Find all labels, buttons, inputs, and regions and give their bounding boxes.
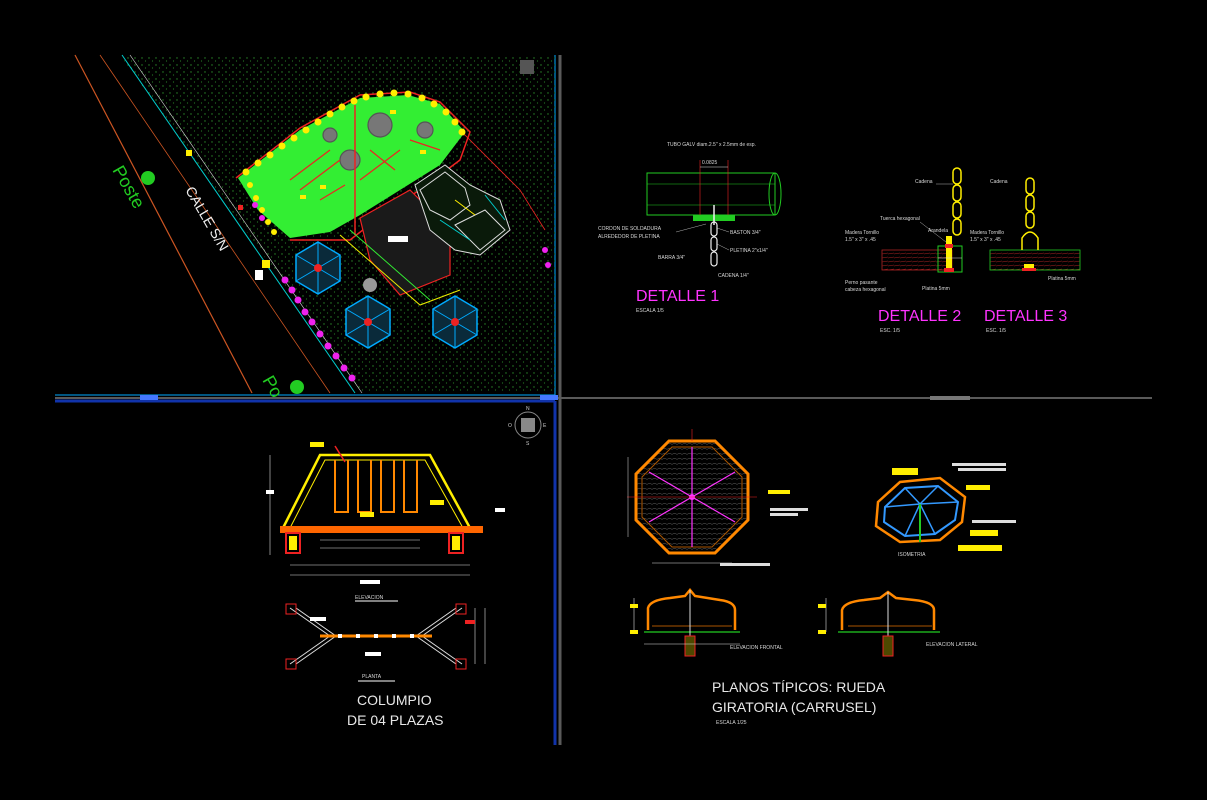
carousel-drawing: ISOMETRIA ELEVACION FRONTAL ELEVACION LA… xyxy=(627,429,1016,726)
carousel-iso-label: ISOMETRIA xyxy=(898,552,926,558)
detail-3: Cadena Madera Tornillo 1.5" x 3" x .45 P… xyxy=(970,177,1081,334)
compass-s: S xyxy=(526,441,530,447)
carousel-front-label: ELEVACION FRONTAL xyxy=(730,645,783,651)
pole-label: Poste xyxy=(109,162,149,212)
shrub-row xyxy=(252,202,551,382)
carousel-side-label: ELEVACION LATERAL xyxy=(926,642,978,648)
detail1-dim: 0.0825 xyxy=(702,160,718,166)
compass-o: O xyxy=(508,423,512,429)
detail3-plate: Platina 5mm xyxy=(1048,276,1076,282)
detail1-title: DETALLE 1 xyxy=(636,288,719,305)
detail3-chain: Cadena xyxy=(990,179,1008,185)
pole-marker xyxy=(141,171,155,185)
pole-label-2: Po xyxy=(259,372,287,401)
building xyxy=(414,164,511,256)
detail-1: TUBO GALV diam.2.5" x 2.5mm de esp. 0.08… xyxy=(598,142,782,314)
carousel-title-2: GIRATORIA (CARRUSEL) xyxy=(712,699,876,715)
pole-marker-2 xyxy=(290,380,304,394)
detail1-scale: ESCALA 1/5 xyxy=(636,308,664,314)
detail1-weld-note-2: ALREDEDOR DE PLETINA xyxy=(598,234,660,240)
viewport-frames xyxy=(55,55,1152,745)
swing-elevation-label: ELEVACION xyxy=(355,595,384,601)
detail2-bolt-1: Perno pasante xyxy=(845,280,878,286)
detail2-nut: Tuerca hexagonal xyxy=(880,216,920,222)
swing-plan-label: PLANTA xyxy=(362,674,382,680)
carousel-title-1: PLANOS TÍPICOS: RUEDA xyxy=(712,679,886,695)
carousel-scale: ESCALA 1/25 xyxy=(716,720,747,726)
detail2-chain: Cadena xyxy=(915,179,933,185)
detail3-title: DETALLE 3 xyxy=(984,308,1067,325)
detail2-plate: Platina 5mm xyxy=(922,286,950,292)
tree-row xyxy=(242,89,466,235)
detail2-scale: ESC. 1/5 xyxy=(880,328,900,334)
compass-n: N xyxy=(526,406,530,412)
detail2-bolt-2: cabeza hexagonal xyxy=(845,287,886,293)
detail2-wood-2: 1.5" x 3" x .45 xyxy=(845,237,876,243)
detail1-plate: PLETINA 2"x1/4" xyxy=(730,248,768,254)
detail1-bar: BARRA 3/4" xyxy=(658,255,685,261)
detail2-washer: Arandela xyxy=(928,228,948,234)
site-plan: Poste Po CALLE S/N xyxy=(74,54,555,401)
swing-drawing: ELEVACION PLANTA COLUMPIO DE 0 xyxy=(266,442,505,728)
street-edge xyxy=(74,54,253,394)
play-equipment xyxy=(289,105,441,235)
compass-e: E xyxy=(543,423,547,429)
north-arrow: N S E O xyxy=(508,406,547,447)
detail2-title: DETALLE 2 xyxy=(878,308,961,325)
detail1-bolt: BASTON 3/4" xyxy=(730,230,761,236)
detail2-wood-1: Madera Tornillo xyxy=(845,230,879,236)
detail-2: Cadena Tuerca hexagonal Arandela Madera … xyxy=(845,167,963,334)
swing-title-1: COLUMPIO xyxy=(357,692,432,708)
swing-title-2: DE 04 PLAZAS xyxy=(347,712,444,728)
hex-kiosks xyxy=(295,241,478,349)
detail1-pipe-note: TUBO GALV diam.2.5" x 2.5mm de esp. xyxy=(667,142,756,148)
detail3-wood-1: Madera Tornillo xyxy=(970,230,1004,236)
curb-line xyxy=(121,54,356,394)
detail1-chain: CADENA 1/4" xyxy=(718,273,749,279)
detail3-wood-2: 1.5" x 3" x .45 xyxy=(970,237,1001,243)
detail3-scale: ESC. 1/5 xyxy=(986,328,1006,334)
detail1-weld-note-1: CORDON DE SOLDADURA xyxy=(598,226,662,232)
